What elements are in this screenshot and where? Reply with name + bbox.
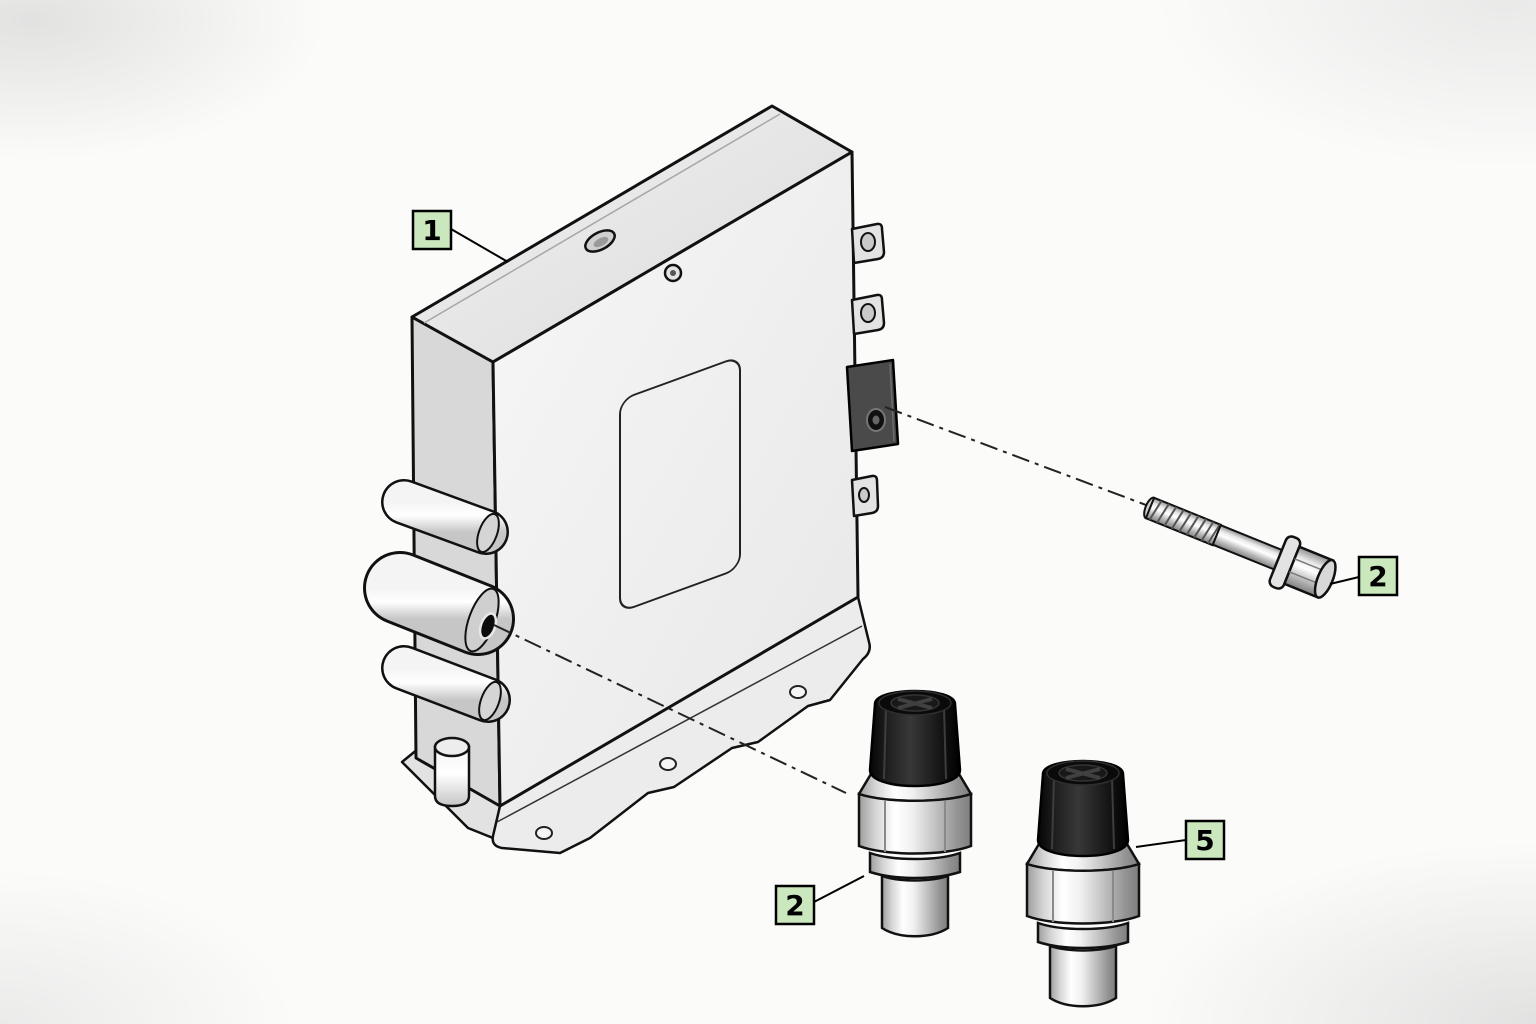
- callout-sensor-rear: 5: [1135, 819, 1226, 861]
- unit-foot-hole-1: [535, 826, 553, 840]
- unit-foot-cylinder-top: [433, 736, 471, 758]
- callout-bolt-leader: [1329, 576, 1360, 585]
- pill-body: [383, 481, 507, 553]
- callout-unit-label: 1: [422, 214, 441, 247]
- callout-sensor-rear-label: 5: [1195, 824, 1214, 857]
- pressure-sensor-front: [857, 689, 973, 939]
- callout-unit: 1: [411, 209, 509, 263]
- assembly-axis-bolt: [884, 406, 1147, 506]
- pill-end-face: [476, 512, 500, 554]
- tab-hole: [860, 232, 876, 252]
- assembly-axis-sensor: [493, 624, 847, 794]
- tab-hole: [858, 487, 870, 503]
- pill-end-face: [478, 680, 502, 722]
- unit-left-pill-2: [381, 645, 511, 723]
- unit-bolt-boss: [845, 358, 900, 453]
- unit-flange-inner-line: [496, 625, 863, 823]
- pressure-sensor-rear: [1025, 759, 1141, 1009]
- unit-top-chamfer-line: [423, 113, 781, 324]
- unit-foot-hole-3: [789, 685, 807, 699]
- boss-hole-center: [872, 415, 880, 425]
- unit-foot-hole-2: [659, 757, 677, 771]
- callout-bolt-label: 2: [1368, 560, 1387, 593]
- callout-bolt-box: [1357, 555, 1399, 597]
- callout-sensor-front-box: [774, 884, 816, 926]
- unit-front-screw-center: [670, 270, 676, 276]
- unit-front-panel: [619, 359, 741, 609]
- boss-edge: [889, 363, 895, 442]
- callout-sensor-rear-leader: [1135, 839, 1187, 848]
- tab-hole: [860, 303, 876, 323]
- unit-bottom-flange: [491, 595, 871, 855]
- callout-sensor-rear-box: [1184, 819, 1226, 861]
- unit-left-port-block: [363, 551, 515, 656]
- boss-shape: [845, 358, 900, 453]
- bolt-shank: [1211, 523, 1284, 571]
- port-hole: [478, 612, 498, 640]
- flange-bolt: [1143, 496, 1337, 599]
- unit-left-pill-1: [381, 479, 509, 555]
- unit-right-tab-1: [850, 222, 886, 265]
- callout-unit-leader: [450, 228, 509, 263]
- callout-sensor-front-label: 2: [785, 889, 804, 922]
- callout-bolt: 2: [1329, 555, 1399, 597]
- pill-body: [383, 647, 509, 721]
- bolt-thread-lines: [1148, 500, 1221, 544]
- unit-foot-cylinder: [433, 745, 471, 808]
- callout-sensor-front: 2: [774, 875, 865, 926]
- callout-unit-box: [411, 209, 453, 251]
- unit-right-tab-2: [850, 293, 886, 336]
- control-unit: [363, 104, 900, 855]
- callout-sensor-front-leader: [813, 875, 865, 903]
- unit-front-face: [491, 150, 860, 808]
- port-body: [366, 554, 512, 653]
- bolt-head-end: [1313, 558, 1337, 599]
- unit-top-hole-inner: [593, 236, 609, 248]
- unit-right-tab-3: [850, 474, 880, 518]
